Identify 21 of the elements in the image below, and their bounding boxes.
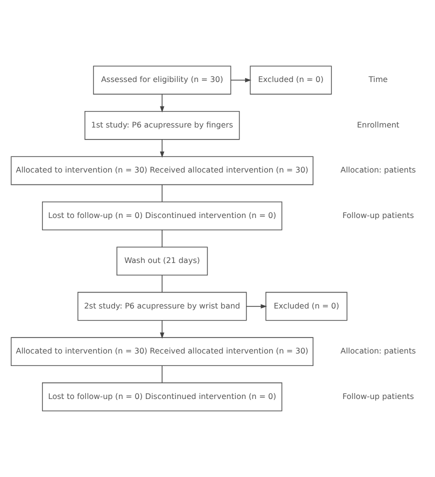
label: Follow-up patients xyxy=(342,210,414,220)
node-box: Lost to follow-up (n = 0) Discontinued intervention (n = 0) xyxy=(42,201,282,230)
label: Follow-up patients xyxy=(342,392,414,401)
arrow xyxy=(246,304,268,309)
node-box: Allocated to intervention (n = 30) Received allocated intervention (n = 30) xyxy=(10,156,314,186)
arrow xyxy=(230,78,252,82)
node-box: Allocated to intervention (n = 30) Received allocated intervention (n = 30) xyxy=(10,337,314,366)
node-box: Wash out (21 days) xyxy=(116,246,208,276)
arrow xyxy=(160,94,164,113)
node-box: Lost to follow-up (n = 0) Discontinued intervention (n = 0) xyxy=(42,382,282,412)
label: Enrollment xyxy=(356,120,400,130)
arrow xyxy=(160,139,164,158)
node-box: Excluded (n = 0) xyxy=(265,292,348,321)
node-box: Assessed for eligibility (n = 30) xyxy=(93,66,232,95)
node-box: 1st study: P6 acupressure by fingers xyxy=(84,110,240,140)
node-box: Excluded (n = 0) xyxy=(250,66,332,95)
arrow xyxy=(160,320,164,339)
label: Allocation: patients xyxy=(340,346,416,356)
label: Time xyxy=(368,75,388,84)
node-box: 2st study: P6 acupressure by wrist band xyxy=(78,292,247,321)
label: Allocation: patients xyxy=(340,166,416,175)
